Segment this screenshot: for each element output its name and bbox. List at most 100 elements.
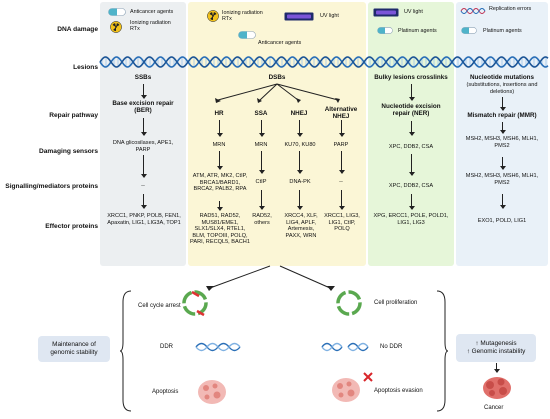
outcome-cell-cycle-arrest: Cell cycle arrest	[138, 303, 181, 309]
maintenance-box: Maintenance of genomic stability	[38, 336, 110, 362]
effectors-ner: XPG, ERCC1, POLE, POLD1, LIG1, LIG3	[373, 213, 449, 226]
pathway-ber: Base excision repair (BER)	[112, 100, 174, 115]
uv-lamp-icon	[284, 12, 314, 21]
outcome-cell-proliferation: Cell proliferation	[374, 300, 418, 306]
dna-strand	[99, 56, 549, 68]
lesion-nucleotide: Nucleotide mutations	[469, 74, 535, 81]
row-label-damaging-sensors: Damaging sensors	[39, 148, 98, 155]
arrow	[408, 194, 415, 210]
broken-dna-icon	[321, 342, 369, 352]
sensors-mmr: MSH2, MSH3, MSH6, MLH1, PMS2	[465, 136, 539, 149]
arrow	[499, 194, 506, 209]
effectors-nhej: XRCC4, XLF, LIG4, APLF, Artemesis, PAXX,…	[284, 213, 318, 239]
agent-ionizing-2: Ionizing radiation RTx	[222, 10, 263, 23]
red-cross-icon	[363, 372, 373, 382]
row-label-signalling: Signalling/mediators proteins	[5, 183, 98, 190]
agent-platinum-1: Platinum agents	[398, 28, 437, 34]
pathway-mmr: Mismatch repair (MMR)	[467, 112, 537, 119]
arrow	[408, 154, 415, 176]
agent-platinum-2: Platinum agents	[483, 28, 522, 34]
arrow	[338, 190, 345, 210]
row-label-repair-pathway: Repair pathway	[49, 112, 98, 119]
outcome-no-ddr: No DDR	[380, 344, 403, 350]
arrow	[296, 151, 303, 174]
effectors-hr: RAD51, RAD52, MUS81/EME1, SLX1/SLX4, RTE…	[190, 213, 250, 246]
lesion-nucleotide-sub: (substitutions, insertions and deletions…	[466, 82, 538, 95]
sensors-ssa: MRN	[254, 142, 268, 148]
mediators-ssa: CtIP	[255, 179, 267, 185]
cell-proliferation-icon	[336, 290, 362, 316]
effectors-ssa: RAD52, others	[252, 213, 272, 226]
sensors-hr: MRN	[212, 142, 226, 148]
dna-icon-ddr	[195, 342, 241, 352]
arrow	[140, 194, 147, 209]
lesion-bulky: Bulky lesions crosslinks	[374, 74, 448, 81]
arrow	[258, 190, 265, 210]
radiation-hazard-icon	[110, 21, 122, 33]
mmr-panel	[456, 2, 548, 266]
cancer-cell-icon	[332, 378, 360, 402]
pill-capsule-icon	[238, 31, 256, 39]
lesion-ssbs: SSBs	[134, 74, 152, 81]
arrow	[216, 201, 223, 211]
broken-dna-icon	[460, 8, 486, 14]
genomic-instability-line: ↑ Genomic instability	[466, 348, 526, 355]
effectors-ber: XRCC1, PNKP, POLB, FEN1, Apaxatin, LIG1,…	[107, 213, 181, 226]
row-label-lesions: Lesions	[73, 64, 98, 71]
arrow	[408, 84, 415, 101]
arrow	[338, 120, 345, 137]
left-bracket	[119, 290, 132, 412]
arrow	[499, 122, 506, 134]
right-bracket	[436, 290, 449, 412]
effectors-alt-nhej: XRCC1, LIG3, LIG1, CtIP, POLQ	[324, 213, 360, 233]
pill-capsule-icon	[108, 8, 126, 16]
radiation-hazard-icon	[207, 10, 219, 22]
mediators-hr: ATM, ATR, MK2, CtIP, BRCA1/BARD1, BRCA2,…	[192, 173, 248, 193]
cell-cycle-arrest-icon	[182, 290, 208, 317]
mediators-ber: --	[141, 183, 145, 189]
agent-anticancer-2: Anticancer agents	[258, 40, 302, 46]
cancer-cell-icon	[198, 380, 226, 404]
sensors-nhej: KU70, KU80	[284, 142, 316, 148]
outcome-ddr: DDR	[160, 344, 173, 350]
row-label-dna-damage: DNA damage	[57, 26, 98, 33]
arrow	[499, 97, 506, 111]
dna-strand	[99, 56, 549, 68]
pathway-ner: Nucleotide excision repair (NER)	[381, 103, 441, 118]
agent-uv-2: UV light	[404, 9, 423, 15]
arrow	[493, 363, 500, 373]
sensors-ber: DNA glicosilases, APE1, PARP	[112, 140, 174, 153]
arrow	[296, 120, 303, 137]
outcome-split-arrows	[206, 265, 335, 291]
mediators-alt-nhej: --	[339, 179, 343, 185]
row-label-effector: Effector proteins	[45, 223, 98, 230]
mediators-nhej: DNA-PK	[289, 179, 311, 185]
arrow	[499, 157, 506, 170]
arrow	[296, 190, 303, 210]
dsb-branch-arrows	[215, 83, 340, 103]
mutagenesis-box: ↑ Mutagenesis ↑ Genomic instability	[456, 334, 536, 362]
pathway-hr: HR	[214, 110, 224, 117]
outcome-apoptosis: Apoptosis	[152, 389, 179, 395]
arrow	[140, 155, 147, 178]
dna-helix-strand	[99, 56, 549, 68]
arrow	[408, 121, 415, 136]
pathway-alt-nhej: Alternative NHEJ	[324, 106, 358, 121]
arrow	[338, 151, 345, 174]
agent-anticancer-1: Anticancer agents	[130, 9, 174, 15]
arrow	[258, 120, 265, 137]
outcome-apoptosis-evasion: Apoptosis evasion	[374, 388, 423, 394]
agent-replication: Replication errors	[489, 6, 532, 12]
effectors-mmr: EXO1, POLD, LIG1	[477, 218, 527, 224]
pill-capsule-icon	[461, 27, 477, 34]
arrow	[258, 151, 265, 174]
sensors-ner: XPC, DDB2, CSA	[388, 144, 434, 150]
mediators-mmr: MSH2, MSH3, MSH6, MLH1, PMS2	[465, 173, 539, 186]
pill-capsule-icon	[377, 27, 393, 34]
mediators-ner: XPC, DDB2, CSA	[388, 183, 434, 189]
arrow	[216, 120, 223, 137]
arrow	[216, 151, 223, 170]
cancer-cell-icon	[483, 377, 511, 399]
arrow	[140, 84, 147, 99]
pathway-nhej: NHEJ	[290, 110, 308, 117]
